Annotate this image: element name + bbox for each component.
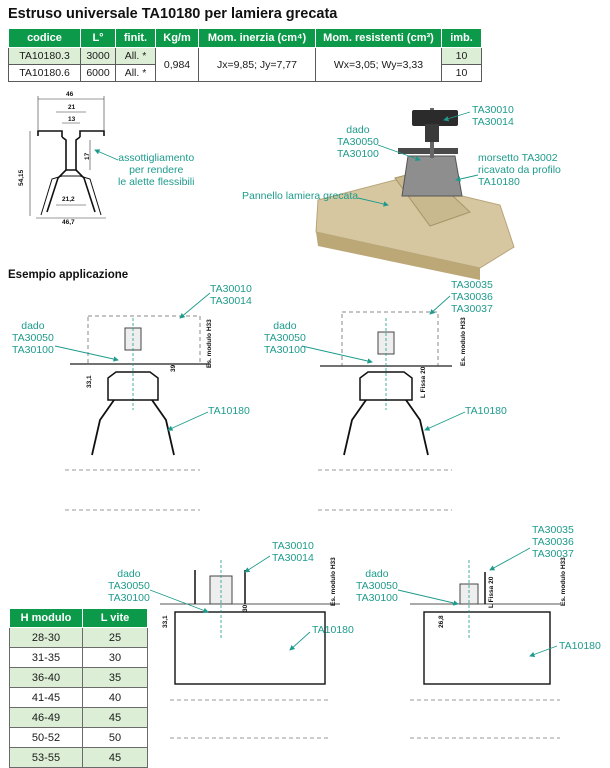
hmodulo-header-row: H modulo L vite	[9, 608, 148, 628]
dim-54-15: 54,15	[18, 169, 25, 186]
application-3	[160, 560, 340, 739]
app4-dim-lfissa: L Fissa 20	[488, 576, 495, 608]
app2-dim-lfissa: L Fissa 20	[420, 366, 427, 398]
cell-hmodulo: 53-55	[9, 747, 83, 768]
app1-dado-label: dado TA30050 TA30100	[12, 320, 54, 356]
cell-lvite: 35	[82, 667, 148, 688]
dim-13: 13	[68, 116, 76, 123]
dim-17: 17	[84, 152, 91, 160]
col-lvite: L vite	[82, 608, 148, 628]
application-4	[410, 560, 560, 739]
app1-profile-label: TA10180	[208, 405, 250, 417]
photo-pannello-label: Pannello lamiera grecata	[242, 190, 359, 202]
cell-lvite: 25	[82, 627, 148, 648]
application-2	[318, 311, 452, 511]
cell-hmodulo: 36-40	[9, 667, 83, 688]
cell-lvite: 40	[82, 687, 148, 708]
spec-row: TA10180.6 6000 All. * 10	[8, 64, 482, 82]
photo-top-label: TA30010 TA30014	[472, 104, 514, 128]
app2-dado-label: dado TA30050 TA30100	[264, 320, 306, 356]
dim-46-7: 46,7	[62, 219, 75, 226]
app2-dim-modulo: Es. modulo H33	[460, 317, 467, 366]
app4-dim-26-8: 26,8	[438, 615, 445, 628]
dim-46: 46	[66, 91, 74, 98]
col-finitura: finit.	[115, 28, 156, 48]
spec-row: TA10180.3 3000 All. * 0,984 Jx=9,85; Jy=…	[8, 47, 482, 82]
cell-hmodulo: 50-52	[9, 727, 83, 748]
app4-dim-modulo: Es. modulo H33	[560, 557, 567, 606]
spec-header-row: codice L° finit. Kg/m Mom. inerzia (cm⁴)…	[8, 28, 482, 48]
cell-finitura: All. *	[115, 64, 156, 82]
col-resistenti: Mom. resistenti (cm³)	[315, 28, 442, 48]
col-codice: codice	[8, 28, 81, 48]
cell-codice: TA10180.6	[8, 64, 81, 82]
cell-lvite: 45	[82, 707, 148, 728]
cell-imballo: 10	[441, 64, 482, 82]
cell-hmodulo: 31-35	[9, 647, 83, 668]
app4-top-label: TA30035 TA30036 TA30037	[532, 524, 574, 560]
cell-lvite: 50	[82, 727, 148, 748]
page-title: Estruso universale TA10180 per lamiera g…	[8, 6, 338, 22]
app3-dim-30: 30	[242, 604, 249, 612]
app1-dim-33-1: 33,1	[86, 375, 93, 388]
dim-21: 21	[68, 104, 76, 111]
app3-top-label: TA30010 TA30014	[272, 540, 314, 564]
photo-dado-label: dado TA30050 TA30100	[337, 124, 379, 160]
dim-21-2: 21,2	[62, 196, 75, 203]
profile-note: assottigliamento per rendere le alette f…	[118, 152, 195, 188]
app2-top-label: TA30035 TA30036 TA30037	[451, 279, 493, 315]
leader-lines	[54, 111, 558, 657]
app4-dado-label: dado TA30050 TA30100	[356, 568, 398, 604]
cell-hmodulo: 46-49	[9, 707, 83, 728]
profile-dimension-lines	[29, 96, 106, 219]
app3-dado-label: dado TA30050 TA30100	[108, 568, 150, 604]
app1-dim-modulo: Es. modulo H33	[206, 319, 213, 368]
cell-lvite: 30	[82, 647, 148, 668]
profile-section	[37, 130, 105, 216]
application-1	[65, 315, 210, 511]
spec-table: codice L° finit. Kg/m Mom. inerzia (cm⁴)…	[8, 28, 482, 82]
app2-profile-label: TA10180	[465, 405, 507, 417]
cell-hmodulo: 41-45	[9, 687, 83, 708]
app4-profile-label: TA10180	[559, 640, 601, 652]
cell-lunghezza: 3000	[80, 47, 116, 65]
app1-top-label: TA30010 TA30014	[210, 283, 252, 307]
app3-dim-modulo: Es. modulo H33	[330, 557, 337, 606]
col-hmodulo: H modulo	[9, 608, 83, 628]
section-title: Esempio applicazione	[8, 269, 129, 281]
app3-dim-33-1: 33,1	[162, 615, 169, 628]
app3-profile-label: TA10180	[312, 624, 354, 636]
panel-render	[315, 108, 515, 280]
cell-resistenti: Wx=3,05; Wy=3,33	[315, 47, 442, 82]
cell-lvite: 45	[82, 747, 148, 768]
cell-hmodulo: 28-30	[9, 627, 83, 648]
photo-morsetto-label: morsetto TA3002 ricavato da profilo TA10…	[478, 152, 561, 188]
app1-dim-39: 39	[170, 364, 177, 372]
col-inerzia: Mom. inerzia (cm⁴)	[198, 28, 316, 48]
